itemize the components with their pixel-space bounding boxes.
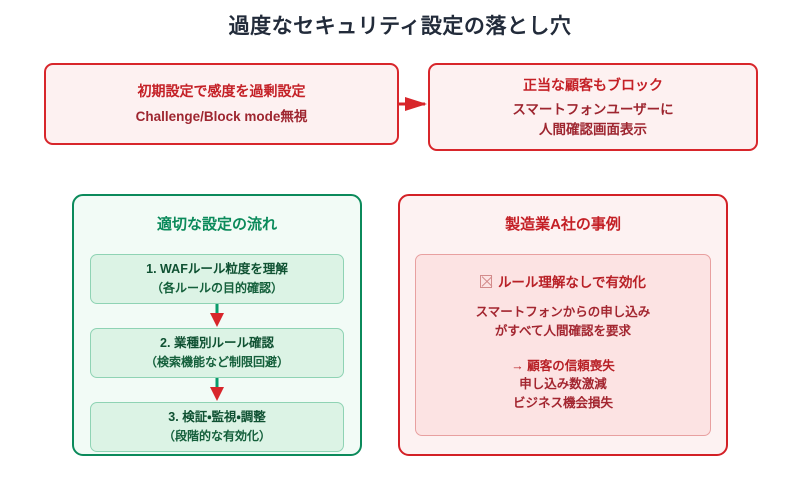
arrow-right-icon <box>399 97 427 111</box>
flow-step-2-main: 2. 業種別ルール確認 <box>160 336 274 351</box>
flow-arrow-1 <box>90 304 344 328</box>
flow-step-1: 1. WAFルール粒度を理解 （各ルールの目的確認） <box>90 254 344 304</box>
arrow-down-icon <box>210 304 224 327</box>
tofu-box-icon <box>479 274 492 288</box>
page-title: 過度なセキュリティ設定の落とし穴 <box>228 15 572 38</box>
flow-step-3-main: 3. 検証・監視・調整 <box>168 410 266 425</box>
case-impact-line1: → 顧客の信頼喪失 <box>511 358 615 373</box>
effect-box-subtitle-line1: スマートフォンユーザーに <box>512 101 674 117</box>
cause-box-title: 初期設定で感度を過剰設定 <box>137 83 306 100</box>
flow-arrow-2 <box>90 378 344 402</box>
cause-box-subtitle: Challenge/Block mode無視 <box>135 109 308 125</box>
case-impact-line2: 申し込み数激減 <box>519 377 607 392</box>
arrow-down-icon <box>210 378 224 401</box>
case-panel: 製造業A社の事例 ルール理解なしで有効化 スマートフォンからの申し込み がすべて… <box>398 194 728 456</box>
flow-step-2: 2. 業種別ルール確認 （検索機能など制限回避） <box>90 328 344 378</box>
case-panel-heading: 製造業A社の事例 <box>505 216 621 233</box>
effect-box: 正当な顧客もブロック スマートフォンユーザーに 人間確認画面表示 <box>428 63 758 151</box>
flow-step-3: 3. 検証・監視・調整 （段階的な有効化） <box>90 402 344 452</box>
flow-panel-heading: 適切な設定の流れ <box>156 216 277 233</box>
case-impact-line3: ビジネス機会損失 <box>512 396 613 410</box>
case-detail: スマートフォンからの申し込み がすべて人間確認を要求 <box>476 303 651 341</box>
case-detail-line1: スマートフォンからの申し込み <box>475 305 651 319</box>
flow-step-1-sub: （各ルールの目的確認） <box>150 281 283 296</box>
case-headline-text: ルール理解なしで有効化 <box>497 275 647 290</box>
case-headline: ルール理解なしで有効化 <box>479 271 647 291</box>
case-impact: → 顧客の信頼喪失 申し込み数激減 ビジネス機会損失 <box>511 357 614 413</box>
case-card: ルール理解なしで有効化 スマートフォンからの申し込み がすべて人間確認を要求 →… <box>415 254 711 436</box>
effect-box-title: 正当な顧客もブロック <box>523 76 663 93</box>
case-detail-line2: がすべて人間確認を要求 <box>494 323 632 338</box>
effect-box-subtitle-line2: 人間確認画面表示 <box>539 121 647 137</box>
flow-steps-list: 1. WAFルール粒度を理解 （各ルールの目的確認） 2. 業種別ルール確認 （… <box>90 254 344 452</box>
flow-step-1-main: 1. WAFルール粒度を理解 <box>146 262 288 277</box>
flow-step-3-sub: （段階的な有効化） <box>162 429 271 444</box>
cause-box: 初期設定で感度を過剰設定 Challenge/Block mode無視 <box>44 63 399 145</box>
flow-step-2-sub: （検索機能など制限回避） <box>144 355 289 370</box>
flow-panel: 適切な設定の流れ 1. WAFルール粒度を理解 （各ルールの目的確認） 2. 業… <box>72 194 362 456</box>
